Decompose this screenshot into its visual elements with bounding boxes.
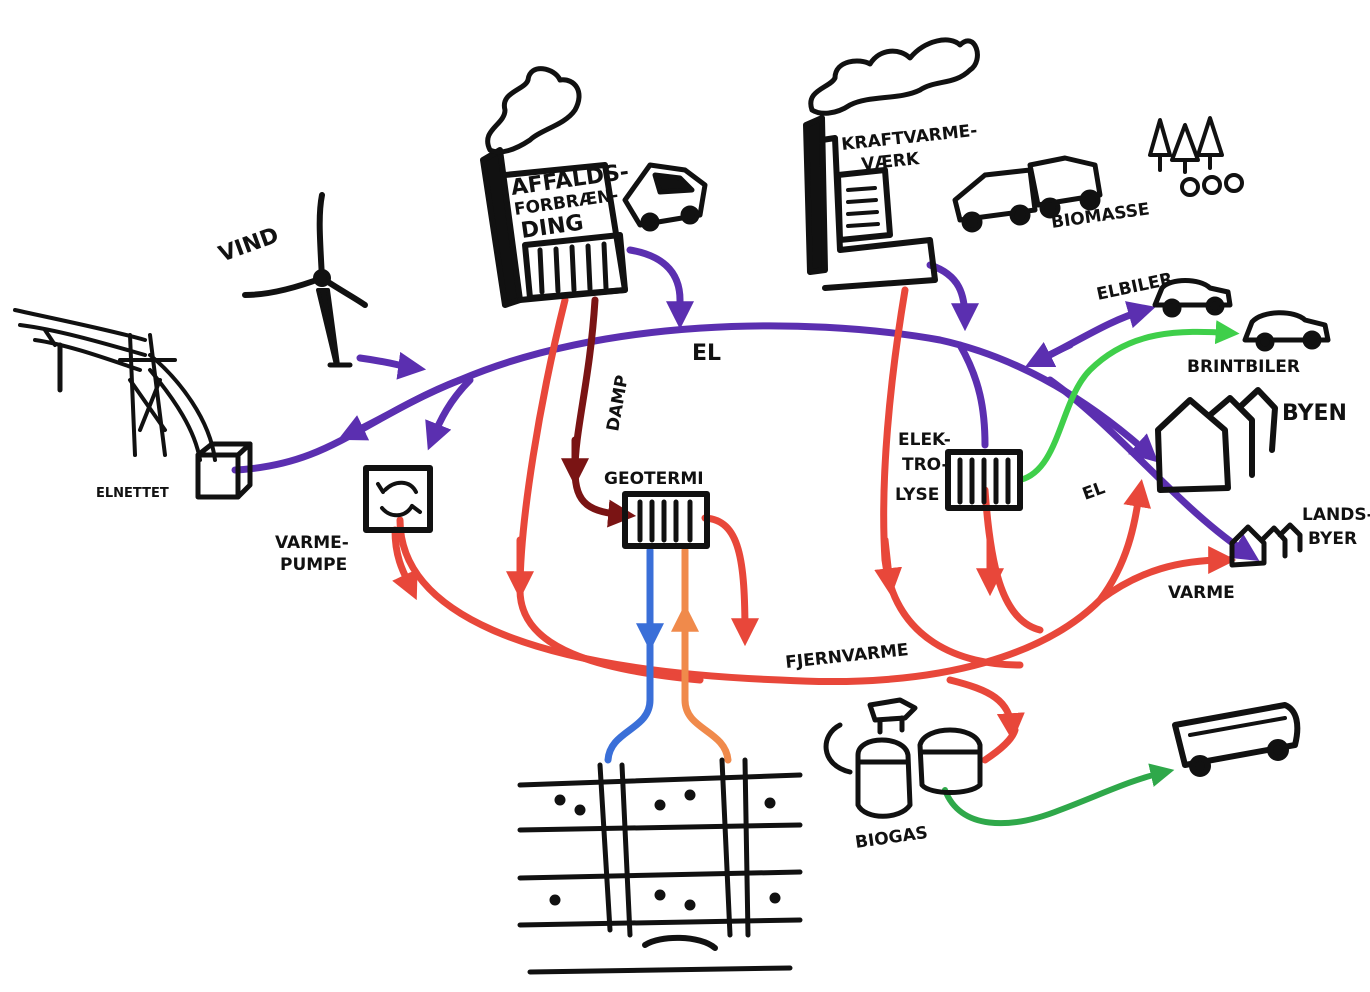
tree-icon xyxy=(1148,116,1244,197)
waste-incinerator-icon xyxy=(480,66,628,308)
heat-from-chp-arrow xyxy=(874,536,903,597)
label-fjernvarme: FJERNVARME xyxy=(784,640,909,673)
hydrogen-to-brintbiler xyxy=(1017,320,1240,483)
fjernvarme-main xyxy=(396,478,1152,686)
car-icon-brintbil xyxy=(1242,310,1331,352)
label-varmepumpe-1: VARME- xyxy=(275,533,349,553)
label-vind: VIND xyxy=(216,223,283,268)
cow-icon xyxy=(867,697,918,735)
electricity-flows xyxy=(231,246,1260,562)
heat-to-landsbyer xyxy=(1096,546,1237,604)
smoke-icon xyxy=(808,37,980,116)
smoke-icon xyxy=(485,66,582,155)
warm-water-up xyxy=(681,546,732,764)
label-varme: VARME xyxy=(1168,583,1235,603)
label-damp: DAMP xyxy=(603,374,633,433)
gas-flows xyxy=(942,320,1240,827)
el-to-grid xyxy=(337,376,464,441)
biogas-tank-icon xyxy=(823,722,983,819)
heat-pump-icon xyxy=(363,465,433,533)
geothermal-water-flows xyxy=(604,546,732,764)
grid-box-icon xyxy=(195,441,253,500)
chp-plant-icon xyxy=(803,37,980,291)
geothermal-well-icon xyxy=(517,757,803,975)
label-varmepumpe-2: PUMPE xyxy=(280,555,347,575)
label-elnettet: ELNETTET xyxy=(96,486,169,501)
house-icon-byen xyxy=(1155,387,1278,493)
biomass-trucks-icon xyxy=(952,155,1103,233)
heat-from-incinerator xyxy=(516,296,704,684)
house-icon-landsbyer xyxy=(1229,522,1303,568)
heat-from-heatpump xyxy=(391,526,418,601)
label-landsbyer-2: BYER xyxy=(1308,529,1357,549)
el-from-incinerator xyxy=(626,246,694,330)
label-brintbiler: BRINTBILER xyxy=(1187,357,1300,377)
power-pylon-icon xyxy=(13,308,217,462)
car-icon-elbil xyxy=(1152,278,1233,318)
heat-from-biogas xyxy=(981,726,1019,764)
label-byen: BYEN xyxy=(1282,401,1347,426)
label-biogas: BIOGAS xyxy=(854,823,929,853)
el-to-heatpump xyxy=(425,376,474,451)
label-elektrolyse-2: TRO- xyxy=(902,455,949,475)
el-from-wind xyxy=(356,351,427,380)
el-to-landsbyer xyxy=(1046,376,1260,562)
el-to-elektrolyse xyxy=(956,341,989,449)
truck-icon xyxy=(622,162,708,232)
label-geotermi: GEOTERMI xyxy=(604,469,704,489)
steam-flow xyxy=(561,296,637,528)
label-biomasse: BIOMASSE xyxy=(1050,199,1151,233)
heat-to-biogas xyxy=(946,676,1025,742)
heat-flows xyxy=(391,286,1237,764)
el-to-elbiler-back xyxy=(1024,341,1074,368)
elektrolyse-icon xyxy=(945,449,1023,511)
label-el-top: EL xyxy=(692,341,721,366)
geotermi-plant-icon xyxy=(622,491,710,549)
wind-turbine-icon xyxy=(242,192,368,368)
label-elektrolyse-1: ELEK- xyxy=(898,430,951,450)
label-landsbyer-1: LANDS- xyxy=(1302,505,1370,525)
el-from-chp xyxy=(926,261,979,332)
label-elektrolyse-3: LYSE xyxy=(895,485,939,505)
heat-from-geotermi xyxy=(701,514,759,647)
cold-water-down xyxy=(604,546,654,764)
biogas-to-bus xyxy=(942,763,1175,827)
label-elbiler: ELBILER xyxy=(1095,269,1175,305)
bus-icon xyxy=(1172,702,1301,777)
label-kraftvarme-2: VÆRK xyxy=(860,149,920,175)
label-el-right: EL xyxy=(1080,478,1108,505)
